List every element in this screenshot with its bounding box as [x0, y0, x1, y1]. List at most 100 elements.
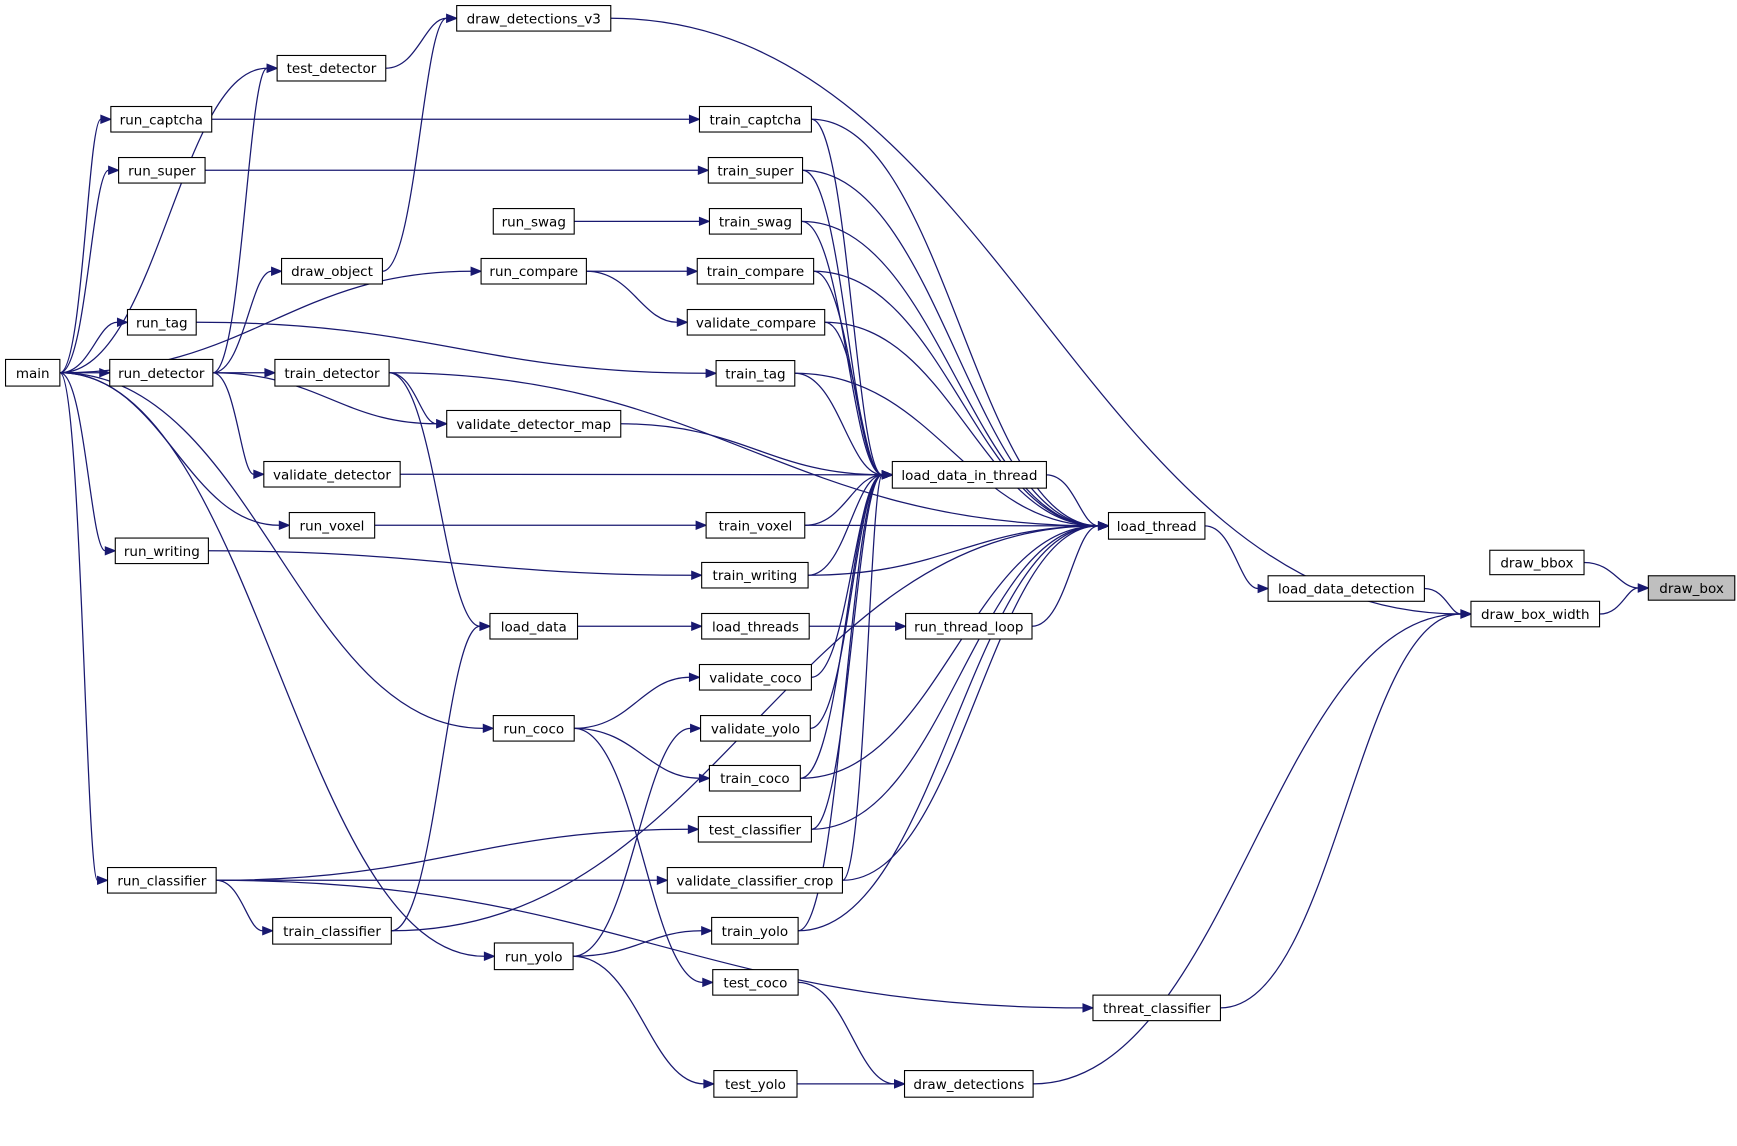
edge-line — [620, 423, 883, 476]
node-box — [274, 358, 390, 387]
node-box — [700, 715, 811, 742]
edge-line — [841, 474, 883, 881]
node-run-voxel[interactable]: run_voxel — [288, 511, 376, 539]
node-box — [1647, 575, 1736, 601]
edge-main-to-run-tag — [59, 317, 129, 374]
edge-main-to-run-yolo — [59, 372, 496, 962]
node-run-super[interactable]: run_super — [118, 156, 206, 184]
node-label: run_voxel — [300, 518, 365, 534]
edge-arrowhead — [436, 419, 449, 429]
node-label: train_super — [717, 163, 794, 179]
node-run-detector[interactable]: run_detector — [109, 358, 214, 387]
node-train-swag[interactable]: train_swag — [708, 208, 802, 235]
node-test-classifier[interactable]: test_classifier — [697, 815, 812, 843]
node-validate-yolo[interactable]: validate_yolo — [700, 715, 811, 742]
node-main[interactable]: main — [4, 358, 61, 387]
node-label: train_captcha — [709, 112, 801, 128]
edge-run-writing-to-train-writing — [208, 550, 704, 580]
edge-main-to-run-super — [59, 165, 120, 374]
edge-draw-object-to-draw-detections-v3 — [382, 13, 459, 272]
node-box — [707, 156, 804, 184]
node-box — [276, 54, 387, 82]
node-run-writing[interactable]: run_writing — [114, 537, 209, 565]
node-run-coco[interactable]: run_coco — [492, 715, 575, 742]
node-run-tag[interactable]: run_tag — [126, 308, 197, 336]
edge-line — [842, 525, 1099, 881]
edge-run-coco-to-test-coco — [574, 727, 715, 988]
node-box — [715, 360, 796, 387]
node-box — [288, 511, 376, 539]
node-draw-box-width[interactable]: draw_box_width — [1470, 600, 1601, 628]
edge-arrowhead — [264, 368, 277, 378]
edge-line — [794, 372, 1099, 527]
edge-arrowhead — [894, 1079, 906, 1089]
node-load-data[interactable]: load_data — [489, 612, 579, 640]
edge-run-detector-to-validate-detector — [212, 372, 266, 480]
node-validate-classifier-crop[interactable]: validate_classifier_crop — [666, 866, 844, 894]
node-draw-object[interactable]: draw_object — [281, 257, 383, 285]
node-run-yolo[interactable]: run_yolo — [493, 942, 574, 971]
node-load-data-detection[interactable]: load_data_detection — [1267, 575, 1425, 602]
node-train-tag[interactable]: train_tag — [715, 360, 796, 387]
edge-threat-classifier-to-draw-box-width — [1220, 609, 1473, 1009]
node-train-coco[interactable]: train_coco — [708, 764, 801, 792]
node-threat-classifier[interactable]: threat_classifier — [1092, 994, 1221, 1022]
edge-arrowhead — [705, 368, 718, 379]
node-run-swag[interactable]: run_swag — [492, 208, 575, 235]
node-load-data-in-thread[interactable]: load_data_in_thread — [891, 460, 1047, 489]
edge-line — [1220, 613, 1461, 1009]
node-label: run_super — [128, 163, 196, 179]
node-box — [903, 1070, 1034, 1098]
edge-train-compare-to-load-data-in-thread — [813, 270, 894, 480]
node-box — [272, 916, 392, 945]
node-draw-box[interactable]: draw_box — [1647, 575, 1736, 601]
node-train-compare[interactable]: train_compare — [696, 257, 815, 285]
edge-line — [573, 955, 704, 1085]
node-label: train_tag — [725, 366, 785, 382]
edge-line — [385, 17, 447, 69]
node-run-compare[interactable]: run_compare — [480, 257, 587, 285]
node-label: load_data_in_thread — [901, 468, 1037, 484]
edge-run-coco-to-train-coco — [574, 727, 711, 783]
node-box — [118, 156, 206, 184]
edge-line — [794, 372, 883, 476]
node-test-coco[interactable]: test_coco — [712, 969, 799, 996]
edge-arrowhead — [97, 875, 109, 886]
edge-line — [216, 828, 689, 881]
node-box — [263, 460, 401, 488]
node-validate-compare[interactable]: validate_compare — [686, 308, 826, 336]
node-label: load_threads — [712, 619, 799, 635]
node-load-threads[interactable]: load_threads — [701, 612, 810, 640]
node-train-captcha[interactable]: train_captcha — [698, 105, 812, 133]
node-draw-detections[interactable]: draw_detections — [903, 1070, 1034, 1098]
edge-line — [798, 981, 895, 1085]
edge-line — [59, 372, 280, 526]
node-draw-detections-v3[interactable]: draw_detections_v3 — [456, 4, 612, 32]
node-validate-detector[interactable]: validate_detector — [263, 460, 401, 488]
node-train-super[interactable]: train_super — [707, 156, 804, 184]
node-validate-coco[interactable]: validate_coco — [698, 663, 812, 691]
node-load-thread[interactable]: load_thread — [1107, 511, 1206, 540]
node-train-yolo[interactable]: train_yolo — [711, 916, 799, 945]
edge-arrowhead — [253, 469, 266, 480]
node-train-detector[interactable]: train_detector — [274, 358, 390, 387]
node-validate-detector-map[interactable]: validate_detector_map — [446, 409, 622, 438]
edge-arrowhead — [895, 621, 907, 631]
node-run-classifier[interactable]: run_classifier — [106, 866, 217, 894]
node-test-detector[interactable]: test_detector — [276, 54, 387, 82]
node-train-writing[interactable]: train_writing — [701, 561, 809, 589]
edge-train-yolo-to-load-thread — [798, 521, 1110, 932]
node-run-captcha[interactable]: run_captcha — [110, 105, 213, 133]
node-label: run_compare — [489, 264, 578, 280]
node-box — [1107, 511, 1206, 540]
node-train-voxel[interactable]: train_voxel — [705, 511, 806, 539]
edge-line — [389, 372, 481, 627]
edge-line — [574, 727, 700, 779]
node-label: threat_classifier — [1103, 1001, 1211, 1017]
node-label: test_detector — [287, 61, 377, 77]
node-run-thread-loop[interactable]: run_thread_loop — [905, 612, 1033, 640]
node-test-yolo[interactable]: test_yolo — [713, 1070, 798, 1098]
node-train-classifier[interactable]: train_classifier — [272, 916, 392, 945]
node-draw-bbox[interactable]: draw_bbox — [1489, 549, 1585, 576]
